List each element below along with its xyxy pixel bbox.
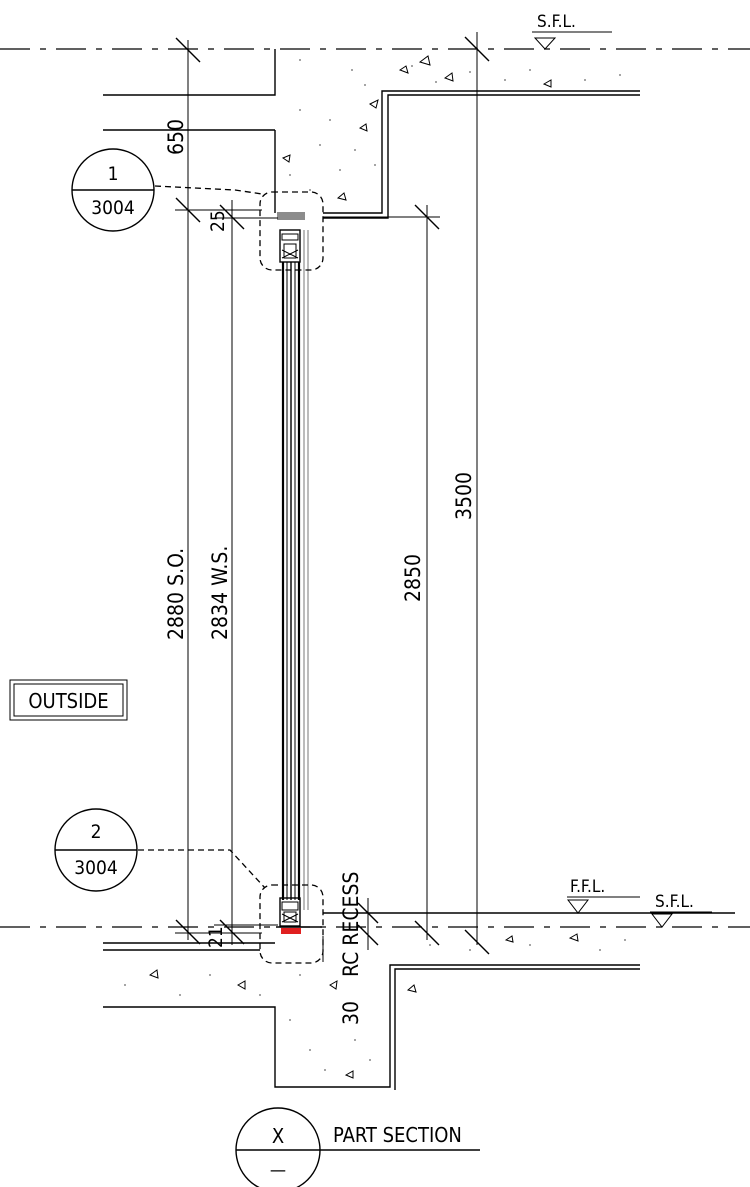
section-marker xyxy=(235,1107,480,1187)
dim-text-30: 30 xyxy=(339,1001,363,1025)
top-sealant xyxy=(277,212,305,220)
top-sfl-label: S.F.L. xyxy=(537,12,576,32)
detail-callout-1-sheet: 3004 xyxy=(91,197,135,219)
outside-tag xyxy=(9,679,128,721)
dim-clear-height xyxy=(323,204,440,946)
window-frame xyxy=(276,212,322,934)
detail-boundary-1 xyxy=(259,191,324,271)
dim-floor-to-floor xyxy=(464,32,490,955)
dim-structural-opening xyxy=(175,37,262,945)
dim-window-size xyxy=(214,200,278,945)
dim-text-650: 650 xyxy=(164,119,188,155)
section-marker-sheet: — xyxy=(270,1160,286,1181)
section-marker-letter: X xyxy=(272,1124,284,1148)
dim-text-2834: 2834 W.S. xyxy=(208,546,232,640)
bottom-slab xyxy=(103,912,735,1090)
top-slab xyxy=(103,49,640,219)
detail-callout-2-number: 2 xyxy=(91,821,102,843)
bottom-sfl-label: S.F.L. xyxy=(655,892,694,912)
leader-2 xyxy=(138,849,266,889)
dim-text-25: 25 xyxy=(207,210,229,232)
bottom-ffl-marker xyxy=(566,896,640,914)
bottom-sfl-marker xyxy=(650,911,712,928)
section-title: PART SECTION xyxy=(333,1123,462,1147)
leader-1 xyxy=(154,185,263,195)
detail-callout-1-number: 1 xyxy=(108,163,119,185)
detail-boundary-2 xyxy=(259,884,324,964)
bottom-ffl-label: F.F.L. xyxy=(570,877,605,897)
concrete-hatch xyxy=(124,55,626,1079)
top-sfl-marker xyxy=(532,31,612,50)
bottom-sealant xyxy=(281,928,301,934)
dim-text-2850: 2850 xyxy=(401,554,425,602)
dim-text-2880: 2880 S.O. xyxy=(164,548,188,640)
detail-callout-2-sheet: 3004 xyxy=(74,857,118,879)
detail-callout-2 xyxy=(54,808,138,892)
rc-recess-label: RC RECESS xyxy=(339,872,363,977)
detail-callout-1 xyxy=(71,148,155,232)
dim-text-3500: 3500 xyxy=(452,472,476,520)
outside-label: OUTSIDE xyxy=(28,689,108,713)
dim-recess xyxy=(357,898,379,950)
dim-text-21: 21 xyxy=(205,926,227,948)
